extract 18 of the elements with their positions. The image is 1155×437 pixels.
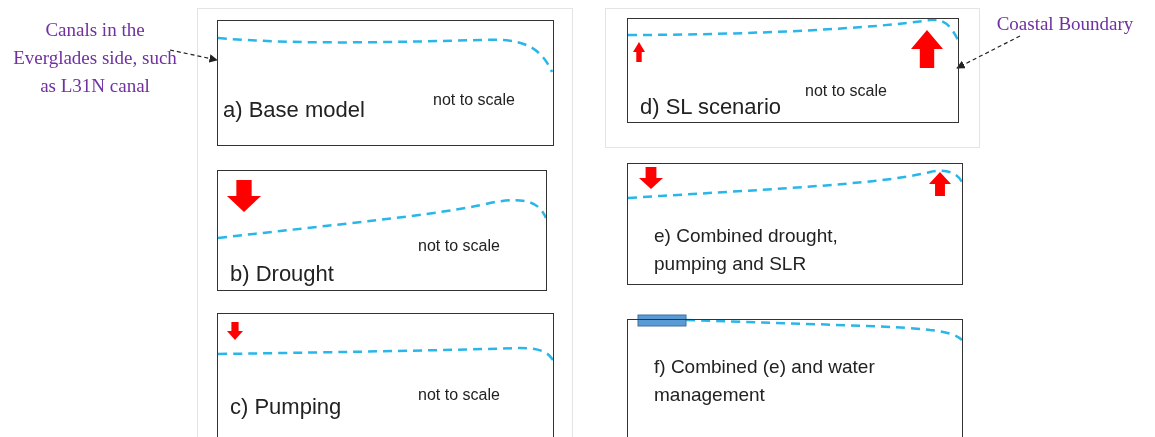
panel-title: b) Drought <box>230 261 334 287</box>
scenario-panel <box>627 163 963 285</box>
panel-title: c) Pumping <box>230 394 342 420</box>
scenario-panel <box>627 18 959 123</box>
scenario-panel <box>217 170 547 291</box>
scale-note: not to scale <box>418 386 500 404</box>
panel-title: d) SL scenario <box>640 94 782 120</box>
panel-caption: e) Combined drought, pumping and SLR <box>654 224 839 276</box>
leader-line <box>956 35 1021 69</box>
callout-text: Canals in the Everglades side, such as L31N canal <box>5 16 185 100</box>
scale-note: not to scale <box>433 91 515 109</box>
scale-note: not to scale <box>805 82 887 100</box>
panel-title: a) Base model <box>223 97 365 123</box>
callout-text: Coastal Boundary <box>975 10 1155 38</box>
scale-note: not to scale <box>418 237 500 255</box>
scenario-panel <box>217 20 554 146</box>
leader-line <box>169 49 218 63</box>
panel-caption: f) Combined (e) and water management <box>654 355 876 407</box>
